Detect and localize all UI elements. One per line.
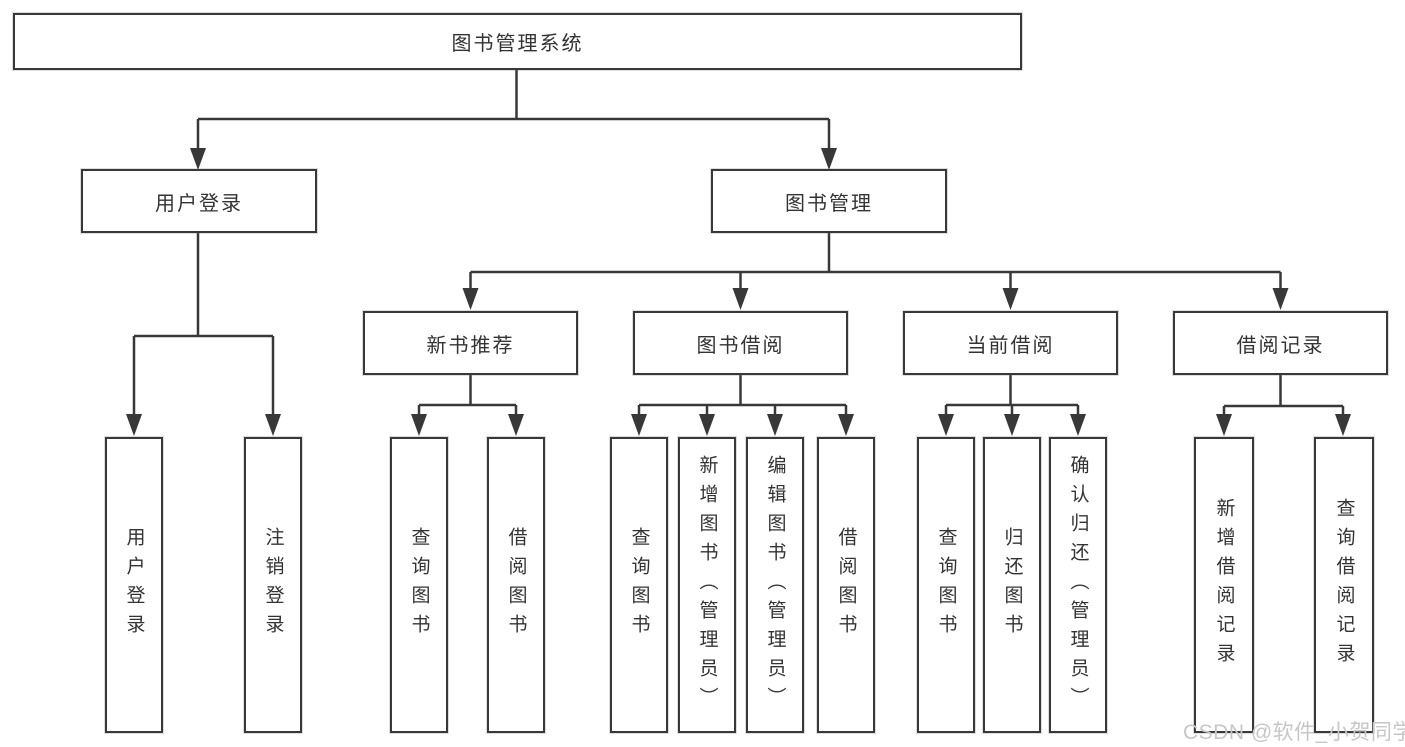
leaf-borrow-books-borrowing: 借阅图书 [817,437,875,733]
leaf-edit-book-admin-label: 编辑图书（管理员） [764,454,786,716]
arrowhead-icons [126,148,1351,436]
leaf-add-book-admin: 新增图书（管理员） [678,437,736,733]
leaf-add-borrow-record-label: 新增借阅记录 [1213,498,1235,672]
leaf-user-login: 用户登录 [105,437,163,733]
leaf-confirm-return-admin-label: 确认归还（管理员） [1067,454,1089,716]
leaf-logout-label: 注销登录 [262,527,284,643]
leaf-add-borrow-record: 新增借阅记录 [1194,437,1254,733]
leaf-query-borrow-record-label: 查询借阅记录 [1333,498,1355,672]
node-current-borrowing: 当前借阅 [903,311,1118,375]
leaf-return-books: 归还图书 [983,437,1041,733]
node-book-management: 图书管理 [711,169,947,233]
leaf-query-borrow-record: 查询借阅记录 [1314,437,1374,733]
node-borrowing-records: 借阅记录 [1173,311,1388,375]
node-new-book-recommendation: 新书推荐 [363,311,578,375]
leaf-logout: 注销登录 [244,437,302,733]
leaf-return-books-label: 归还图书 [1001,527,1023,643]
node-user-login: 用户登录 [81,169,317,233]
leaf-query-books-recommend-label: 查询图书 [408,527,430,643]
watermark: CSDN @软件_小贺同学 [1183,721,1405,744]
node-library-system: 图书管理系统 [13,13,1022,70]
leaf-query-books-recommend: 查询图书 [390,437,448,733]
leaf-user-login-label: 用户登录 [123,527,145,643]
leaf-add-book-admin-label: 新增图书（管理员） [696,454,718,716]
leaf-borrow-books-borrowing-label: 借阅图书 [835,527,857,643]
leaf-query-books-borrowing-label: 查询图书 [628,527,650,643]
leaf-edit-book-admin: 编辑图书（管理员） [746,437,804,733]
leaf-query-books-current-label: 查询图书 [935,527,957,643]
leaf-borrow-books-recommend: 借阅图书 [487,437,545,733]
leaf-query-books-current: 查询图书 [917,437,975,733]
leaf-confirm-return-admin: 确认归还（管理员） [1049,437,1107,733]
leaf-query-books-borrowing: 查询图书 [610,437,668,733]
node-book-borrowing: 图书借阅 [633,311,848,375]
leaf-borrow-books-recommend-label: 借阅图书 [505,527,527,643]
